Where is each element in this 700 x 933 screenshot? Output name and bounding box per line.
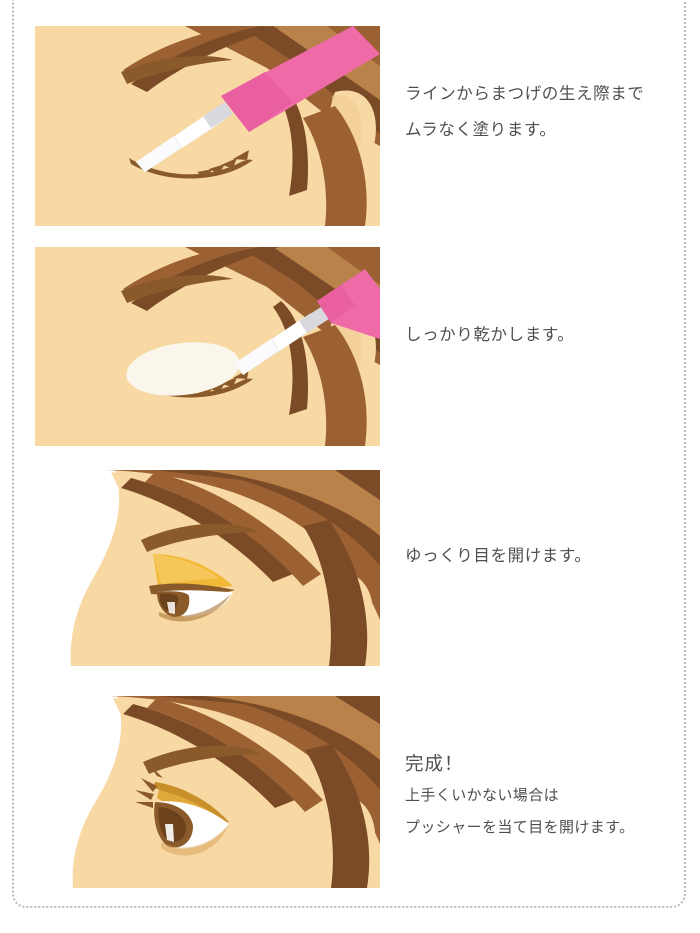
step-2-caption: しっかり乾かします。 [405, 317, 667, 353]
finished-open-eye-illustration [35, 690, 380, 888]
step-3-caption: ゆっくり目を開けます。 [405, 538, 667, 574]
step-3-caption-line-1: ゆっくり目を開けます。 [405, 547, 592, 565]
closed-eye-drying-illustration [35, 247, 380, 446]
step-1-caption-line-2: ムラなく塗ります。 [405, 121, 557, 139]
step-1-figure [35, 26, 380, 226]
step-4-caption-line-3: プッシャーを当て目を開けます。 [405, 819, 635, 836]
closed-eye-applying-liner-illustration [35, 26, 380, 226]
step-4-figure [35, 690, 380, 888]
step-2-caption-line-1: しっかり乾かします。 [405, 326, 575, 344]
step-1-caption: ラインからまつげの生え際まで ムラなく塗ります。 [405, 76, 667, 148]
step-4-caption-line-2: 上手くいかない場合は [405, 787, 560, 804]
step-1-caption-line-1: ラインからまつげの生え際まで [405, 85, 645, 103]
page-dotted-frame [12, 0, 686, 908]
step-2-figure [35, 247, 380, 446]
step-4-caption: 完成！ 上手くいかない場合は プッシャーを当て目を開けます。 [405, 748, 667, 844]
step-4-caption-line-1: 完成！ [405, 753, 464, 774]
eye-opening-slowly-illustration [35, 470, 380, 666]
step-3-figure [35, 470, 380, 666]
